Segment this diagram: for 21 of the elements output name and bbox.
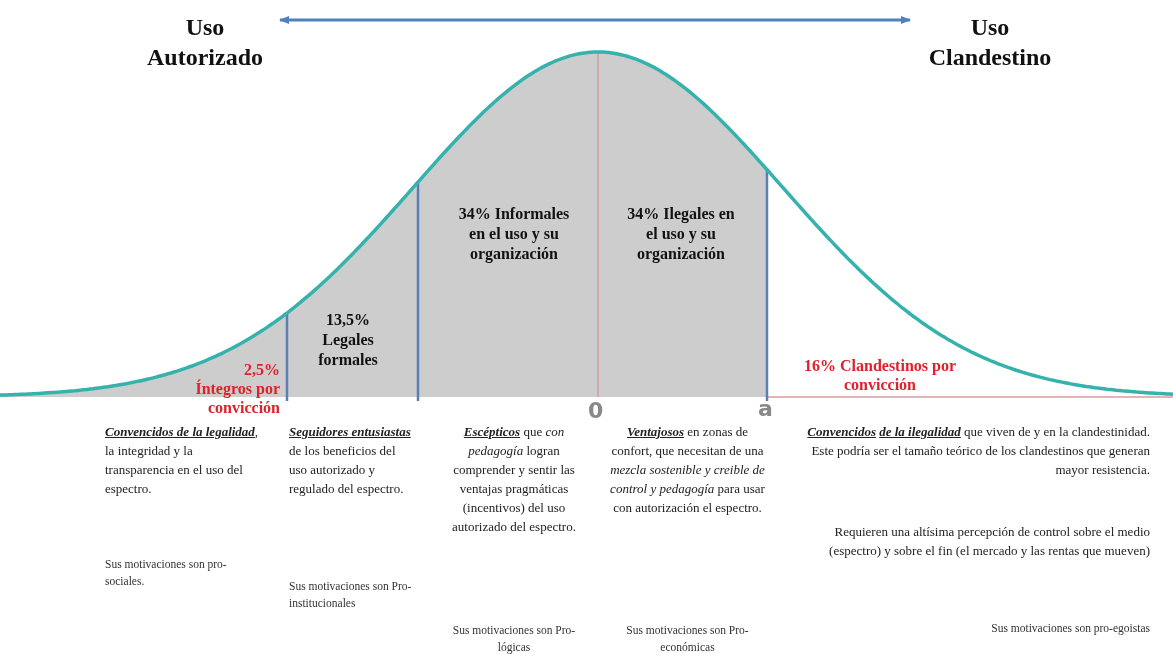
segment-label: 16% Clandestinos por convicción [803,356,957,394]
double-arrow [279,16,911,24]
axis-mark: 0 [588,398,604,423]
description-text: Convencidos de la ilegalidad que viven de y en la clandestinidad. Este podría ser el tamaño teórico de los clandestinos que generan mayor resistencia. [806,423,1150,479]
description-text: Ventajosos en zonas de confort, que necesitan de una mezcla sostenible y creible de control y pedagogía para usar con autorización el espectro. [610,423,765,517]
segment-label: 34% Ilegales en el uso y su organización [626,204,736,264]
description-text: Seguidores entusiastas de los beneficios del uso autorizado y regulado del espectro. [289,423,411,498]
heading-text: Uso Autorizado [130,12,280,72]
description-text: Requieren una altísima percepción de control sobre el medio (espectro) y sobre el fin (el mercado y las rentas que mueven) [828,523,1150,560]
motivation-text: Sus motivaciones son pro-sociales. [105,557,228,589]
segment-label: 2,5% Íntegros por convicción [194,360,280,417]
description-text: Escépticos que con pedagogía logran comprender y sentir las ventajas pragmáticas (incentivos) del uso autorizado del espectro. [451,423,577,536]
axis-mark: a [758,396,773,421]
segment-label: 13,5% Legales formales [317,310,379,370]
motivation-text: Sus motivaciones son Pro-institucionales [289,579,413,611]
segment-label: 34% Informales en el uso y su organización [457,204,571,264]
motivation-text: Sus motivaciones son Pro-lógicas [451,623,577,656]
motivation-text: Sus motivaciones son pro-egoistas [990,621,1150,637]
heading-text: Uso Clandestino [910,12,1070,72]
description-text: Convencidos de la legalidad, la integridad y la transparencia en el uso del espectro. [105,423,260,498]
motivation-text: Sus motivaciones son Pro-económicas [625,623,750,655]
